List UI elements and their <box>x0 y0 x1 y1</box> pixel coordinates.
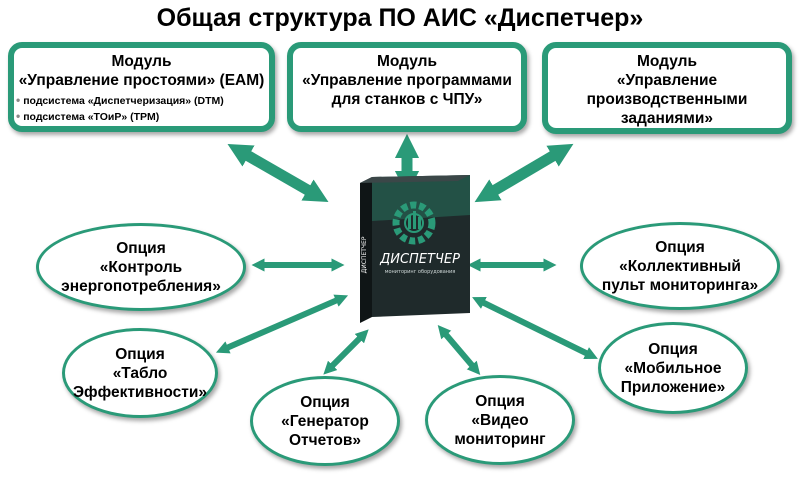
option-energy-line-1: Опция <box>116 239 166 257</box>
option-video-line-2: «Видео <box>471 411 529 429</box>
product-tagline: мониторинг оборудования <box>385 269 456 275</box>
module-eam-sub-1: •подсистема «Диспетчеризация» (DTM) <box>16 93 269 109</box>
module-eam-line-2: «Управление простоями» (EAM) <box>18 72 265 89</box>
option-video: Опция «Видео мониторинг <box>425 375 575 465</box>
module-cnc-line-2: «Управление программами <box>302 72 512 89</box>
diagram-title: Общая структура ПО АИС «Диспетчер» <box>156 4 644 32</box>
option-reports-line-1: Опция <box>300 393 350 411</box>
product-box-image: ДИСПЕТЧЕР мониторинг оборудования ДИСПЕТ… <box>360 175 470 323</box>
arrow-option-video <box>437 324 481 376</box>
option-collective-line-2: «Коллективный <box>619 257 741 275</box>
option-mobile-line-3: Приложение» <box>620 378 726 396</box>
module-tasks-line-2: «Управление <box>616 72 718 89</box>
gear-icon <box>392 201 436 245</box>
arrow-option-mobile <box>472 296 598 360</box>
module-eam-sub-1-text: подсистема «Диспетчеризация» (DTM) <box>23 95 224 107</box>
option-collective: Опция «Коллективный пульт мониторинга» <box>580 222 780 310</box>
module-tasks-line-4: заданиями» <box>620 110 714 127</box>
option-board-line-3: Эффективности» <box>73 383 207 401</box>
product-spine-brand: ДИСПЕТЧЕР <box>361 236 368 273</box>
module-tasks-line-1: Модуль <box>637 53 697 70</box>
option-board-line-2: «Табло <box>112 364 168 382</box>
bullet-icon: • <box>16 93 21 107</box>
option-mobile-line-2: «Мобильное <box>624 359 722 377</box>
option-mobile: Опция «Мобильное Приложение» <box>598 322 748 414</box>
option-board: Опция «Табло Эффективности» <box>62 328 218 418</box>
module-tasks: Модуль «Управление производственными зад… <box>542 42 792 134</box>
arrow-module-eam <box>227 143 329 203</box>
module-cnc-line-3: для станков с ЧПУ» <box>331 91 483 108</box>
module-eam-sub-2: •подсистема «ТОиР» (TPM) <box>16 109 269 125</box>
product-brand: ДИСПЕТЧЕР <box>379 252 460 267</box>
option-video-line-1: Опция <box>475 392 525 410</box>
option-collective-line-1: Опция <box>655 238 705 256</box>
option-energy-line-3: энергопотребления» <box>61 277 221 295</box>
module-eam-line-1: Модуль <box>111 53 172 70</box>
arrow-option-board <box>215 294 349 354</box>
option-mobile-line-1: Опция <box>648 340 698 358</box>
option-reports-line-3: Отчетов» <box>288 431 362 449</box>
option-collective-line-3: пульт мониторинга» <box>601 276 759 294</box>
module-cnc-line-1: Модуль <box>377 53 437 70</box>
option-reports: Опция «Генератор Отчетов» <box>250 376 400 466</box>
module-cnc: Модуль «Управление программами для станк… <box>287 42 527 132</box>
bullet-icon: • <box>16 109 21 123</box>
arrow-option-reports <box>323 329 369 375</box>
option-reports-line-2: «Генератор <box>281 412 369 430</box>
module-eam-sub-2-text: подсистема «ТОиР» (TPM) <box>23 111 160 123</box>
option-board-line-1: Опция <box>115 345 165 363</box>
module-eam: Модуль «Управление простоями» (EAM) •под… <box>8 42 275 132</box>
option-energy-line-2: «Контроль <box>99 258 183 276</box>
arrow-module-tasks <box>474 143 574 203</box>
option-video-line-3: мониторинг <box>454 430 546 448</box>
module-tasks-line-3: производственными <box>586 91 748 108</box>
option-energy: Опция «Контроль энергопотребления» <box>36 223 246 311</box>
